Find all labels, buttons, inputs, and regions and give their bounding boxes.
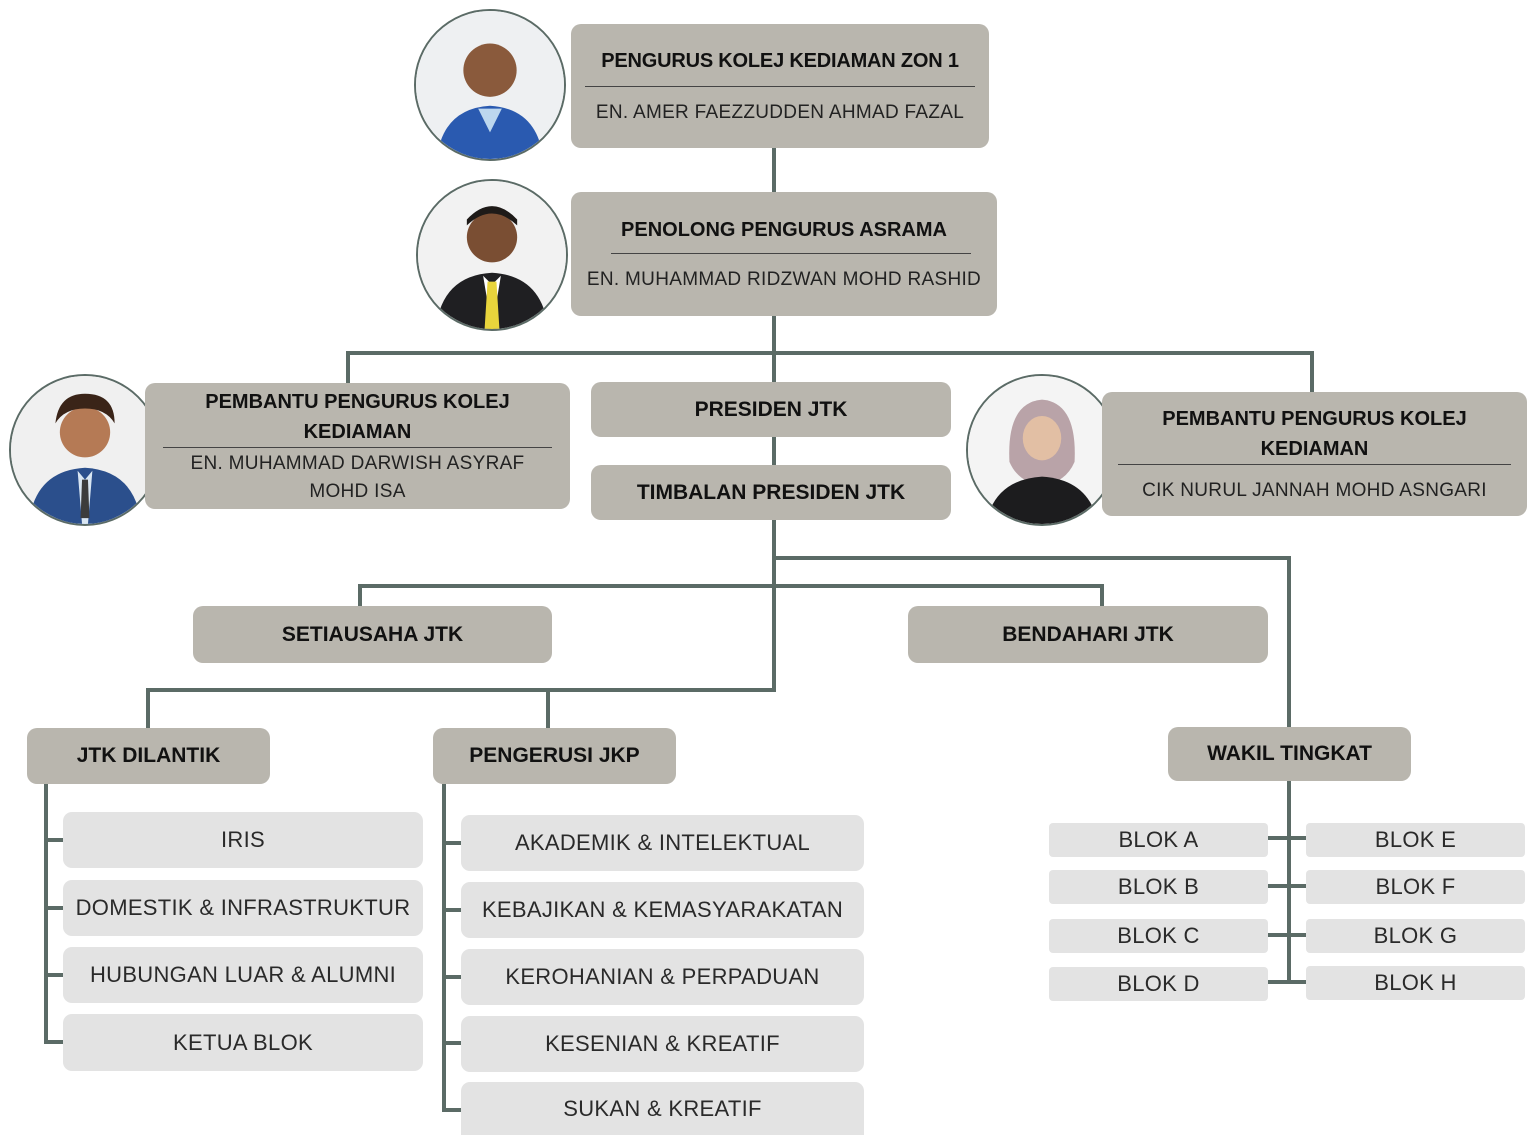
- divider: [163, 446, 552, 448]
- list-item: KETUA BLOK: [63, 1014, 423, 1071]
- list-item: DOMESTIK & INFRASTRUKTUR: [63, 880, 423, 936]
- assistant-manager-photo: [416, 179, 568, 331]
- aide-left-name: EN. MUHAMMAD DARWISH ASYRAF MOHD ISA: [190, 452, 525, 502]
- list-item: AKADEMIK & INTELEKTUAL: [461, 815, 864, 871]
- block-item: BLOK H: [1306, 966, 1525, 1000]
- jkp-head: PENGERUSI JKP: [433, 728, 676, 784]
- floor-reps-head: WAKIL TINGKAT: [1168, 727, 1411, 781]
- vice-president-box: TIMBALAN PRESIDEN JTK: [591, 465, 951, 520]
- manager-name: EN. AMER FAEZZUDDEN AHMAD FAZAL: [595, 101, 965, 123]
- aide-right-card: PEMBANTU PENGURUS KOLEJ KEDIAMAN CIK NUR…: [1102, 392, 1527, 516]
- list-item: HUBUNGAN LUAR & ALUMNI: [63, 947, 423, 1003]
- manager-card: PENGURUS KOLEJ KEDIAMAN ZON 1 EN. AMER F…: [571, 24, 989, 148]
- block-item: BLOK F: [1306, 870, 1525, 904]
- aide-right-title: PEMBANTU PENGURUS KOLEJ KEDIAMAN: [1162, 407, 1467, 460]
- manager-title: PENGURUS KOLEJ KEDIAMAN ZON 1: [601, 49, 959, 72]
- aide-left-card: PEMBANTU PENGURUS KOLEJ KEDIAMAN EN. MUH…: [145, 383, 570, 509]
- aide-right-photo: [966, 374, 1118, 526]
- secretary-box: SETIAUSAHA JTK: [193, 606, 552, 663]
- assistant-manager-title: PENOLONG PENGURUS ASRAMA: [621, 218, 947, 241]
- list-item: KESENIAN & KREATIF: [461, 1016, 864, 1072]
- divider: [611, 252, 971, 254]
- list-item: KEROHANIAN & PERPADUAN: [461, 949, 864, 1005]
- aide-right-name: CIK NURUL JANNAH MOHD ASNGARI: [1142, 479, 1487, 501]
- block-item: BLOK G: [1306, 919, 1525, 953]
- list-item: IRIS: [63, 812, 423, 868]
- block-item: BLOK E: [1306, 823, 1525, 857]
- block-item: BLOK C: [1049, 919, 1268, 953]
- manager-photo: [414, 9, 566, 161]
- aide-left-title: PEMBANTU PENGURUS KOLEJ KEDIAMAN: [205, 390, 510, 443]
- block-item: BLOK B: [1049, 870, 1268, 904]
- block-item: BLOK D: [1049, 967, 1268, 1001]
- divider: [585, 85, 975, 87]
- list-item: KEBAJIKAN & KEMASYARAKATAN: [461, 882, 864, 938]
- list-item: SUKAN & KREATIF: [461, 1082, 864, 1135]
- appointed-head: JTK DILANTIK: [27, 728, 270, 784]
- assistant-manager-card: PENOLONG PENGURUS ASRAMA EN. MUHAMMAD RI…: [571, 192, 997, 316]
- president-box: PRESIDEN JTK: [591, 382, 951, 437]
- block-item: BLOK A: [1049, 823, 1268, 857]
- assistant-manager-name: EN. MUHAMMAD RIDZWAN MOHD RASHID: [586, 268, 982, 290]
- divider: [1118, 463, 1511, 465]
- aide-left-photo: [9, 374, 161, 526]
- treasurer-box: BENDAHARI JTK: [908, 606, 1268, 663]
